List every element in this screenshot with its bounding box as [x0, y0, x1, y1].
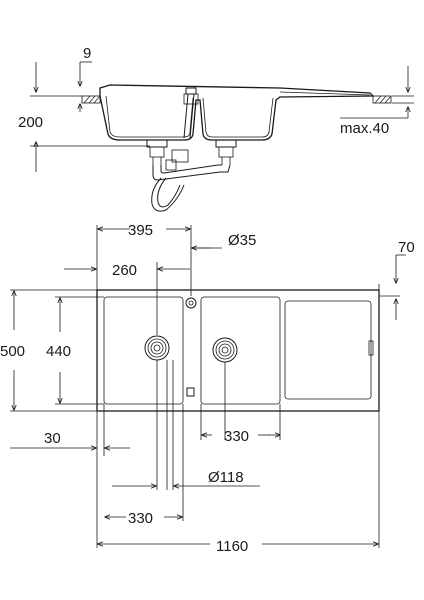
dim-bowl-depth: 440: [46, 343, 71, 360]
tap-mixer: [183, 87, 199, 139]
sink-profile-outer: [99, 84, 375, 141]
dim-total-width: 1160: [216, 538, 248, 555]
dim-drainer-offset: 70: [398, 239, 415, 256]
tap-hole: [185, 297, 197, 309]
left-waste-fitting: [146, 139, 168, 165]
drainer-area: [284, 300, 372, 400]
plan-view: 395 Ø35 260 70 500 440 30 330: [0, 222, 415, 555]
waste-pipe: [151, 149, 231, 212]
dim-total-depth: 500: [0, 343, 25, 360]
countertop-right-hatch: [372, 95, 392, 104]
dim-left-bowl-width: 395: [128, 222, 153, 239]
overflow-slot: [186, 387, 195, 397]
dim-edge-offset: 30: [44, 430, 61, 447]
section-view: 9 200 max.40: [18, 45, 414, 212]
dim-left-waste: 330: [128, 510, 153, 527]
dim-tap-hole: Ø35: [228, 232, 256, 249]
right-waste-fitting: [215, 139, 237, 165]
dim-left-bowl-inner: 260: [112, 262, 137, 279]
dim-depth: 200: [18, 114, 43, 131]
dim-waste-diameter: Ø118: [208, 469, 244, 486]
drainer-edge: [368, 340, 374, 356]
sink-outline: [96, 289, 380, 412]
sink-profile-inner: [105, 95, 274, 138]
right-bowl: [200, 296, 281, 405]
right-waste-drain: [212, 337, 238, 363]
countertop-left-hatch: [81, 95, 101, 104]
dim-max-thickness: max.40: [340, 120, 389, 137]
drainer-profile: [279, 91, 371, 96]
left-bowl: [103, 296, 184, 405]
dim-right-waste: 330: [224, 428, 249, 445]
left-waste-drain: [144, 335, 170, 361]
dim-top-thickness: 9: [83, 45, 91, 62]
